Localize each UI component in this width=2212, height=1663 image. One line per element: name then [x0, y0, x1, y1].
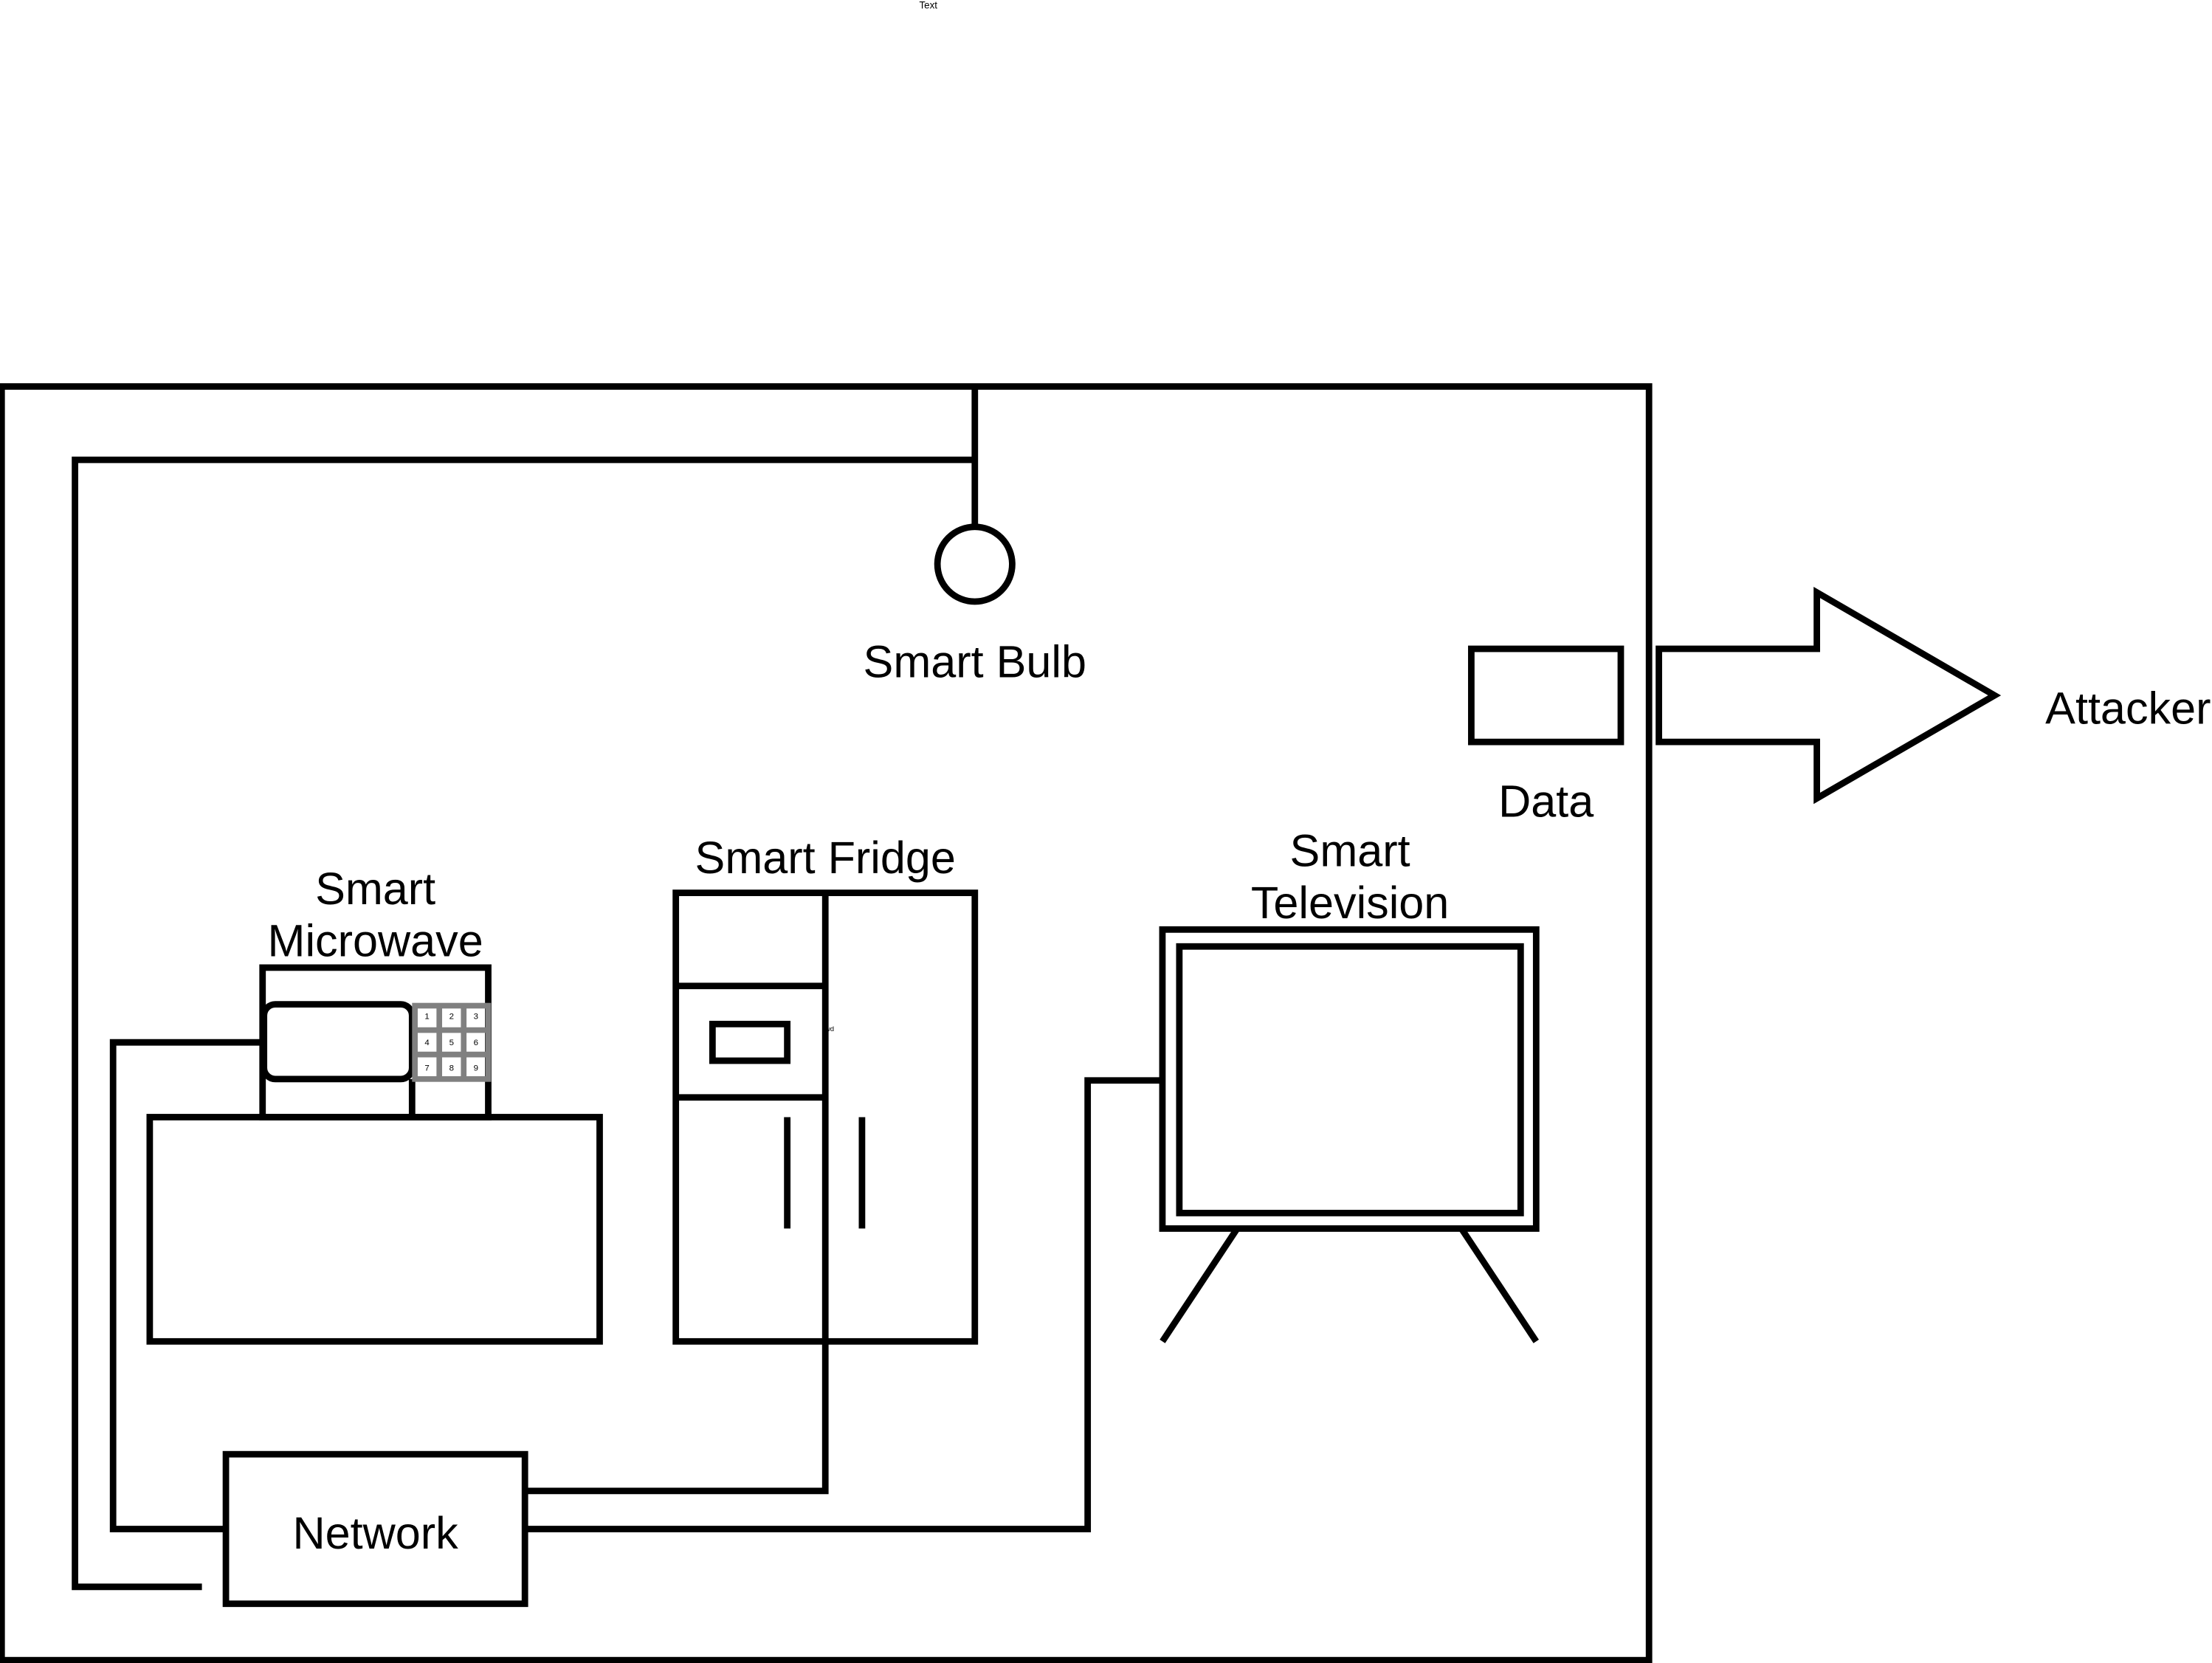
fridge-network-wire	[525, 1341, 829, 1495]
header-text: Text	[919, 0, 937, 10]
microwave-counter	[146, 1114, 603, 1345]
tv-network-wire	[525, 1077, 1162, 1532]
microwave-keypad: 1 2 3 4 5 6 7 8 9	[412, 1002, 492, 1082]
tv-frame	[1159, 926, 1540, 1232]
microwave-network-wire	[109, 1039, 263, 1532]
fridge-display	[709, 1020, 791, 1064]
tv-right-leg	[1458, 1227, 1540, 1343]
network-label: Network	[293, 1508, 459, 1558]
smart-bulb-icon	[934, 523, 1016, 605]
smart-bulb-label: Smart Bulb	[864, 636, 1086, 686]
keypad-key-9: 9	[474, 1064, 478, 1072]
keypad-key-7: 7	[424, 1064, 429, 1072]
keypad-key-4: 4	[424, 1039, 430, 1047]
smart-microwave-label-line1: Smart	[315, 864, 435, 914]
tv-screen	[1176, 943, 1524, 1216]
tv-left-leg	[1160, 1227, 1240, 1343]
data-box	[1468, 645, 1624, 746]
keypad-key-6: 6	[474, 1039, 478, 1047]
house-boundary	[0, 383, 1653, 1663]
keypad-key-1: 1	[424, 1013, 429, 1022]
fridge-small-text: wd	[824, 1025, 834, 1033]
keypad-key-8: 8	[449, 1064, 454, 1072]
smart-tv-label-line1: Smart	[1290, 825, 1410, 875]
main-wire	[72, 456, 975, 1591]
smart-microwave-label-line2: Microwave	[268, 916, 483, 966]
keypad-key-2: 2	[449, 1013, 454, 1022]
smart-tv-label-line2: Television	[1251, 878, 1449, 928]
keypad-key-3: 3	[474, 1013, 478, 1022]
microwave-body	[259, 964, 492, 1120]
data-label: Data	[1498, 776, 1593, 826]
exfiltration-arrow	[1655, 586, 2002, 805]
keypad-key-5: 5	[449, 1039, 454, 1047]
smart-fridge-label: Smart Fridge	[695, 833, 956, 883]
attacker-label: Attacker	[2045, 683, 2211, 733]
microwave-door	[261, 1001, 416, 1083]
